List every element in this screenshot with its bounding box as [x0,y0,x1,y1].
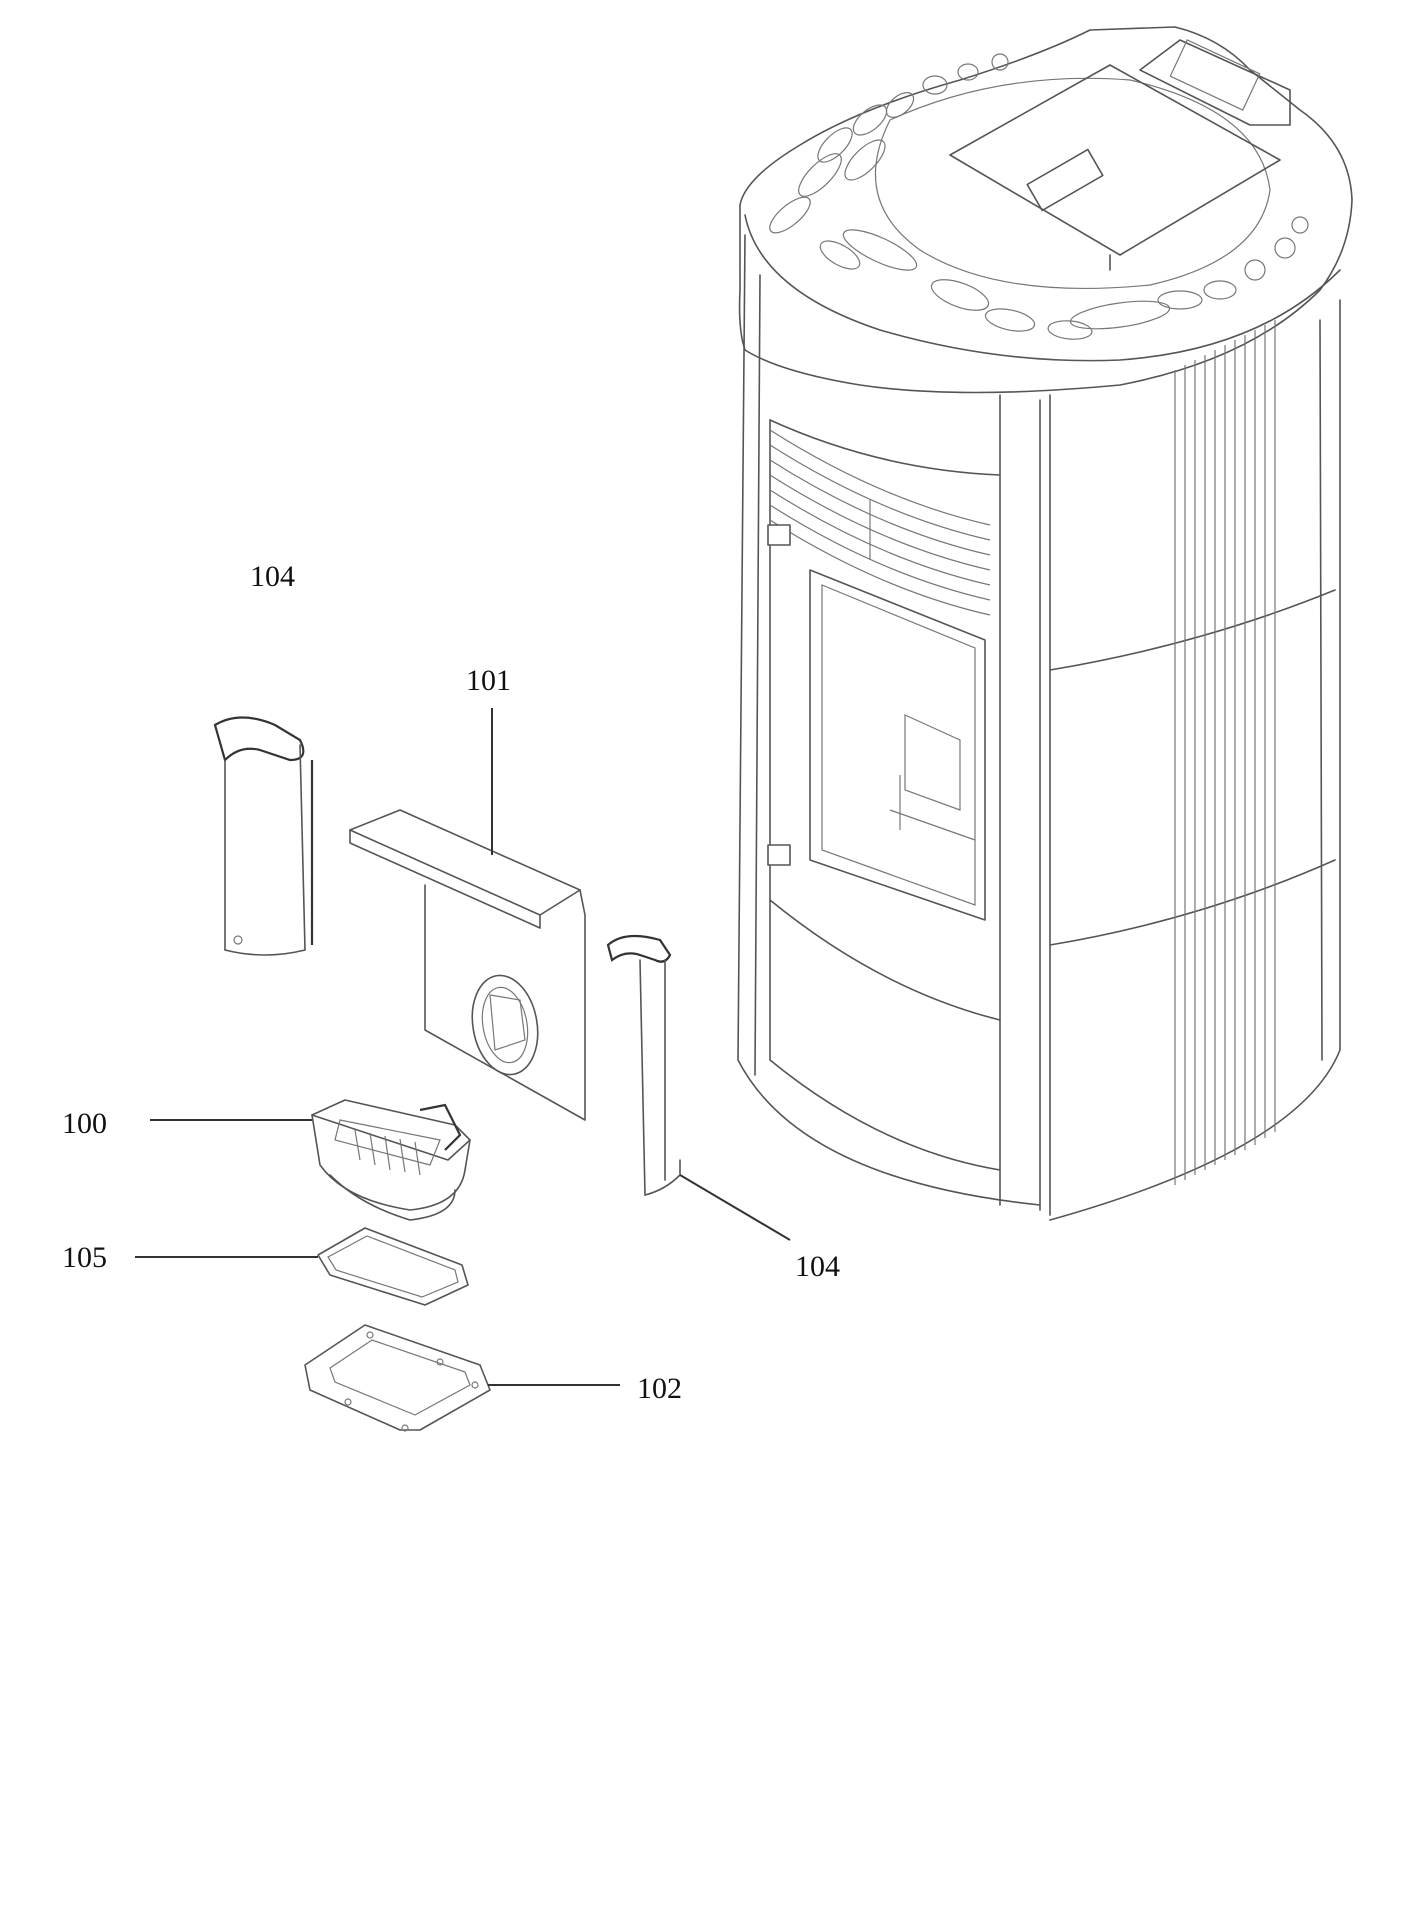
part-104-side-column-right [606,934,681,1196]
part-100-burn-pot [311,1099,471,1221]
part-101-back-panel [349,809,586,1121]
part-label-104-top: 104 [250,560,295,593]
part-102-base-plate [304,1324,491,1432]
pellet-stove-drawing [737,26,1353,1221]
part-label-105: 105 [62,1241,107,1274]
part-105-gasket [317,1227,469,1306]
part-label-101: 101 [466,664,511,697]
part-label-100: 100 [62,1107,107,1140]
part-label-102: 102 [637,1372,682,1405]
leader-lines [135,708,791,1386]
part-labels: 104 101 100 105 104 102 [62,560,840,1405]
part-104-side-column-left [213,716,314,956]
part-label-104-right: 104 [795,1250,840,1283]
